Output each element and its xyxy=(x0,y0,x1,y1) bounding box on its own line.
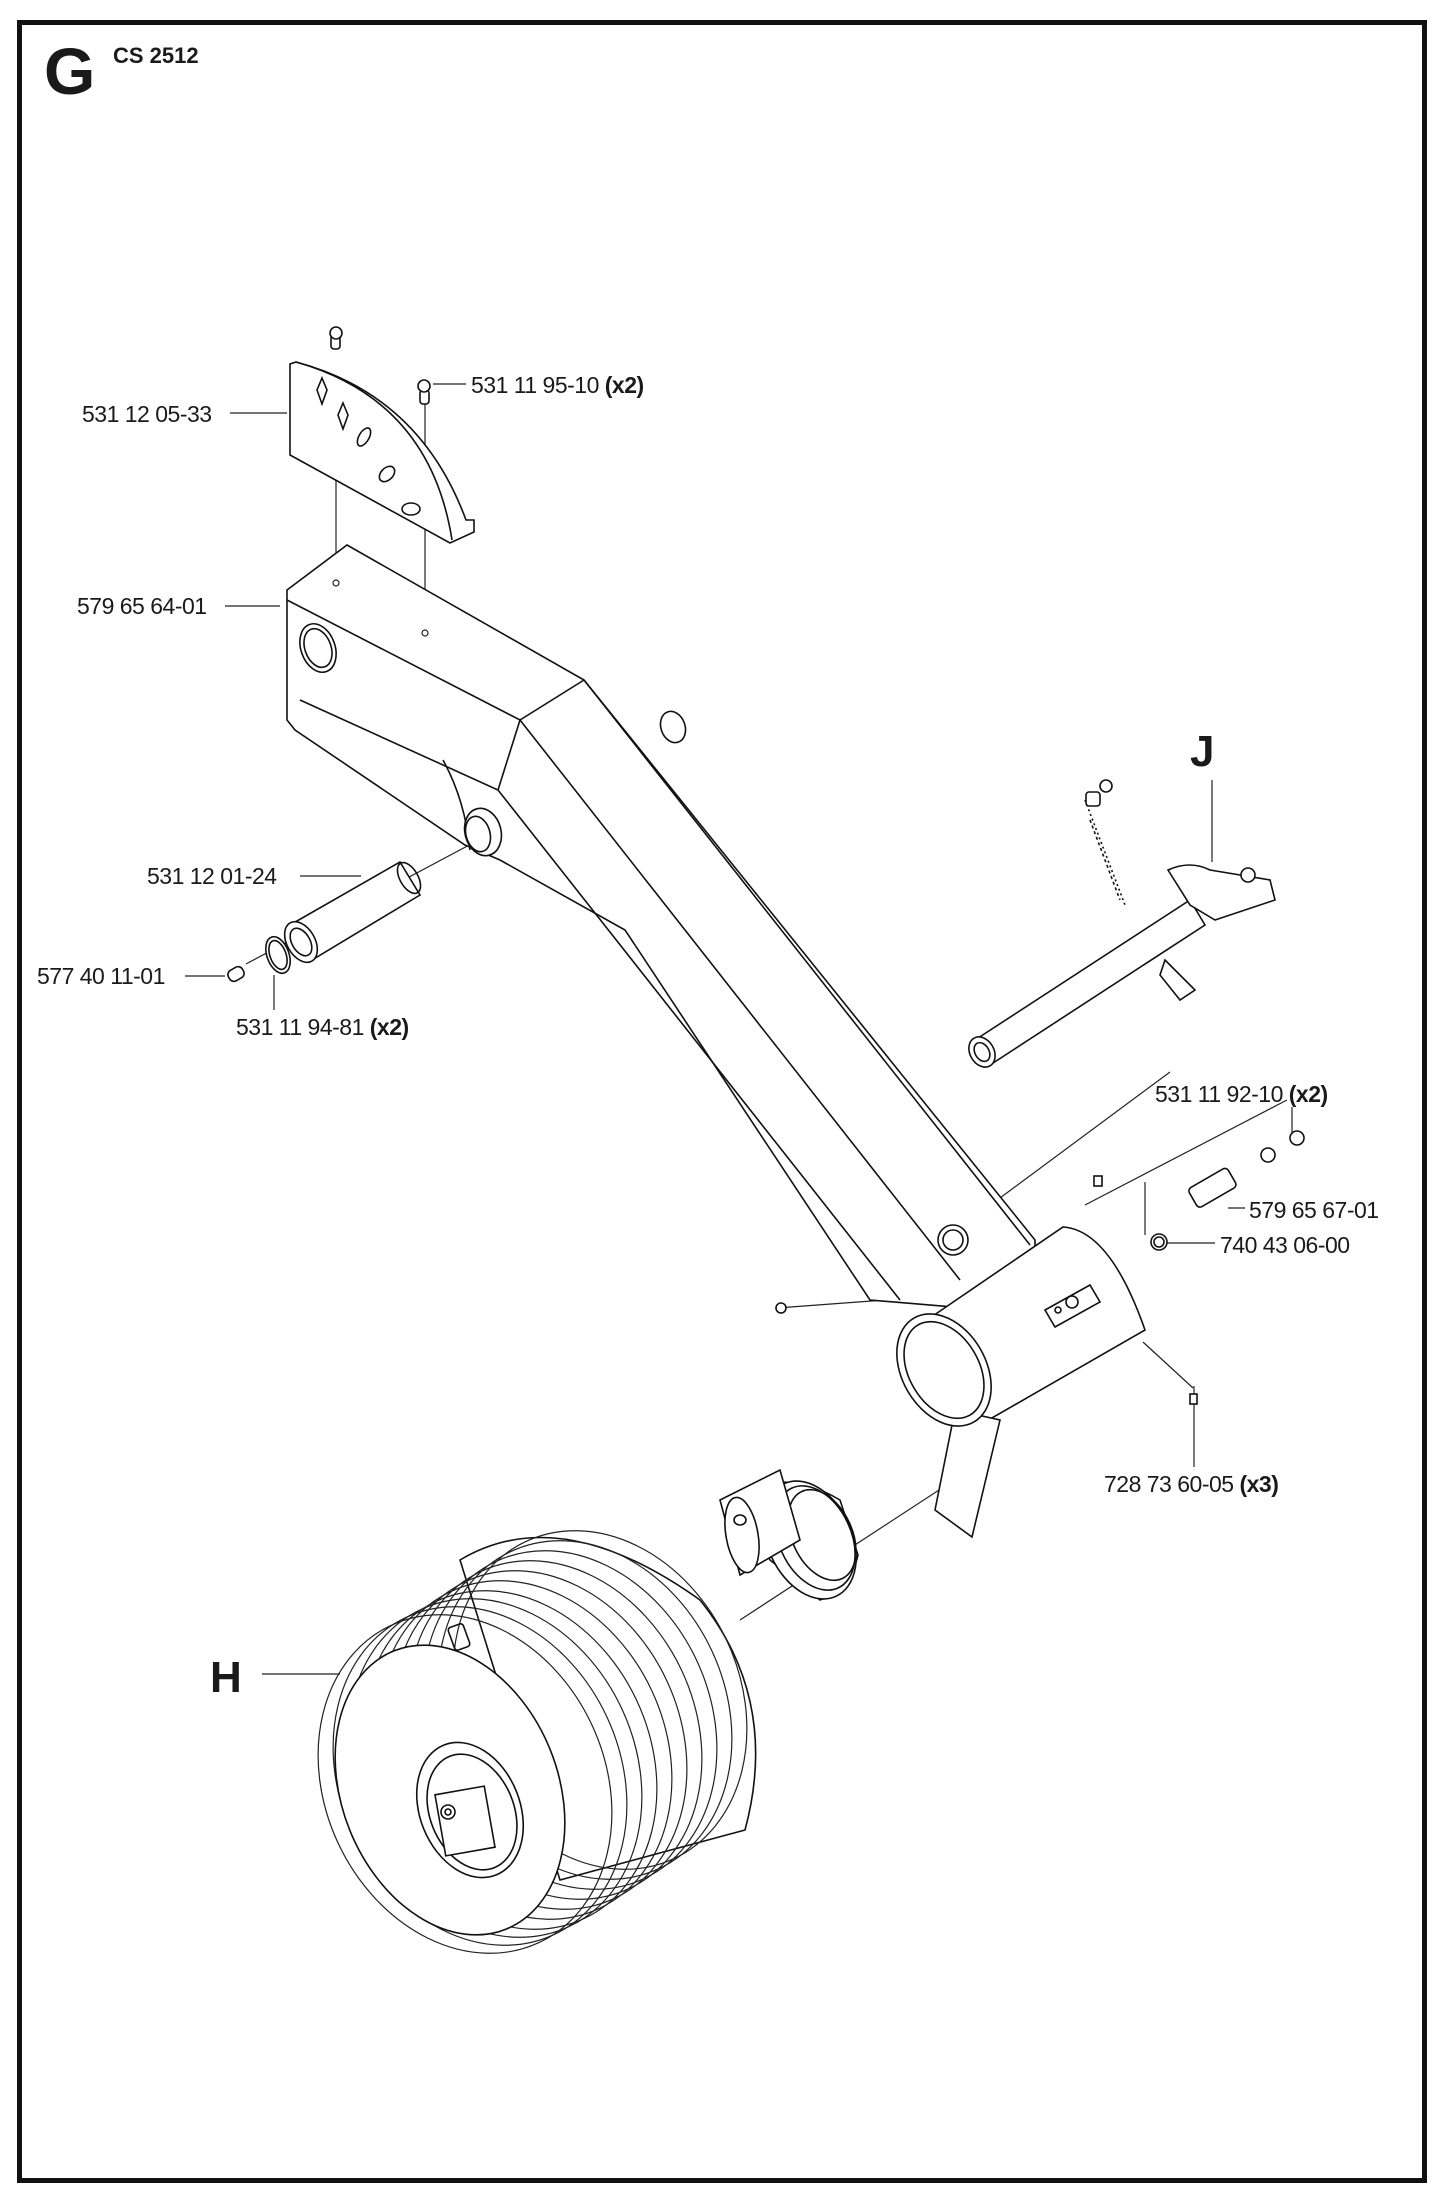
part-number: 531 12 01-24 xyxy=(147,863,277,889)
part-number: 531 12 05-33 xyxy=(82,401,212,427)
wheel-assembly-h xyxy=(317,1530,757,1954)
part-label-728-73-60-05: 728 73 60-05 (x3) xyxy=(1104,1471,1279,1497)
part-quantity: (x3) xyxy=(1239,1471,1279,1497)
part-number: 577 40 11-01 xyxy=(37,963,165,989)
part-label-579-65-64-01: 579 65 64-01 xyxy=(77,595,207,618)
part-label-577-40-11-01: 577 40 11-01 xyxy=(37,965,165,988)
model-number: CS 2512 xyxy=(113,43,199,68)
section-letter: G xyxy=(44,34,96,108)
part-label-579-65-67-01: 579 65 67-01 xyxy=(1249,1199,1379,1222)
pivot-tube xyxy=(227,860,422,983)
wheel-hub-bearing xyxy=(719,1468,859,1601)
part-number: 740 43 06-00 xyxy=(1220,1232,1350,1258)
part-number: 531 11 92-10 xyxy=(1155,1081,1283,1107)
assembly-label-h: H xyxy=(210,1653,242,1702)
main-frame-arm xyxy=(286,544,1036,1311)
page-border xyxy=(17,20,1427,2183)
front-housing xyxy=(775,1175,1198,1539)
part-number: 579 65 67-01 xyxy=(1249,1197,1379,1223)
part-quantity: (x2) xyxy=(604,372,644,398)
part-number: 728 73 60-05 xyxy=(1104,1471,1234,1497)
part-label-531-11-95-10: 531 11 95-10 (x2) xyxy=(471,374,644,397)
bracket-plate xyxy=(289,326,475,544)
part-quantity: (x2) xyxy=(369,1014,409,1040)
clamp-parts xyxy=(1150,1130,1305,1251)
assembly-label-j: J xyxy=(1190,727,1215,776)
part-label-531-11-94-81: 531 11 94-81 (x2) xyxy=(236,1016,409,1039)
part-label-531-12-01-24: 531 12 01-24 xyxy=(147,865,277,888)
part-number: 531 11 95-10 xyxy=(471,372,599,398)
part-label-531-12-05-33: 531 12 05-33 xyxy=(82,403,212,426)
part-number: 579 65 64-01 xyxy=(77,593,207,619)
lever-assembly-j xyxy=(968,779,1276,1068)
part-quantity: (x2) xyxy=(1288,1081,1328,1107)
part-label-740-43-06-00: 740 43 06-00 xyxy=(1220,1234,1350,1257)
part-number: 531 11 94-81 xyxy=(236,1014,364,1040)
part-label-531-11-92-10: 531 11 92-10 (x2) xyxy=(1155,1083,1328,1106)
